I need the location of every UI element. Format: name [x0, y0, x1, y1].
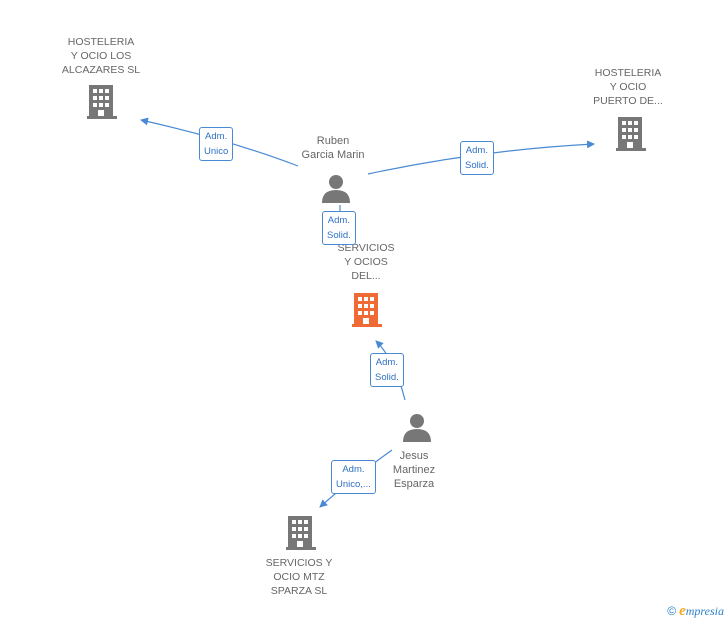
node-label-hosteleria-puerto[interactable]: HOSTELERIA Y OCIO PUERTO DE... — [593, 67, 663, 107]
brand-initial: e — [679, 603, 686, 619]
edge-label-ruben-puerto: Adm. Solid. — [460, 141, 494, 175]
building-icon-focus — [352, 293, 382, 327]
node-label-hosteleria-alcazares[interactable]: HOSTELERIA Y OCIO LOS ALCAZARES SL — [61, 36, 141, 76]
person-icon — [322, 175, 350, 203]
edge-label-jesus-mtz: Adm. Unico,... — [331, 460, 376, 494]
building-icon — [286, 516, 316, 550]
edge-label-ruben-servicios: Adm. Solid. — [322, 211, 356, 245]
brand-logo: ©empresia — [667, 603, 724, 620]
node-label-servicios-mtz[interactable]: SERVICIOS Y OCIO MTZ SPARZA SL — [265, 557, 333, 597]
node-label-servicios-ocios[interactable]: SERVICIOS Y OCIOS DEL... — [337, 242, 395, 282]
edge-label-ruben-alcazares: Adm. Unico — [199, 127, 234, 161]
building-icon — [616, 117, 646, 151]
person-icon — [403, 414, 431, 442]
node-label-jesus[interactable]: Jesus Martinez Esparza — [392, 450, 436, 490]
copyright-symbol: © — [667, 604, 677, 618]
node-label-ruben[interactable]: Ruben Garcia Marin — [301, 135, 365, 161]
brand-name: mpresia — [685, 604, 724, 618]
edge-label-jesus-servicios: Adm. Solid. — [370, 353, 404, 387]
building-icon — [87, 85, 117, 119]
